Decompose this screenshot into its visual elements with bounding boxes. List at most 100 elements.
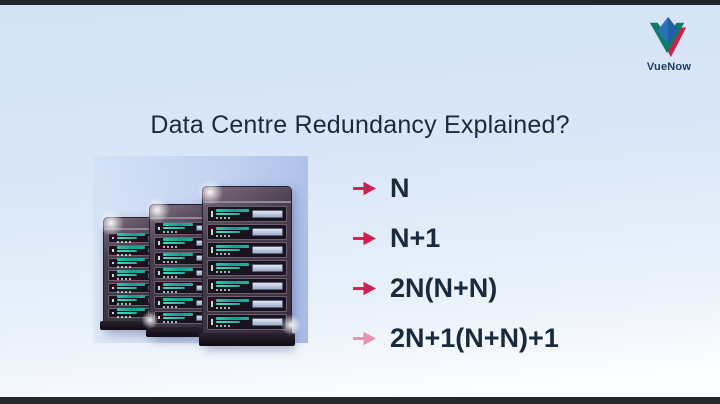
rack-base (146, 327, 236, 337)
brand-logo: VueNow (640, 16, 698, 73)
status-lights (163, 231, 193, 234)
led-display (117, 282, 145, 293)
arrow-icon (353, 281, 376, 295)
drive-panel (147, 298, 174, 303)
redundancy-list: N N+1 2N(N+N) 2N+1(N+N)+1 (352, 163, 559, 363)
status-lights (117, 315, 145, 318)
status-lights (163, 246, 193, 249)
arrow-icon (353, 231, 376, 245)
power-led (211, 319, 213, 325)
led-display (216, 209, 250, 219)
led-bar (117, 295, 145, 299)
drive-panel (252, 300, 283, 308)
led-bar (216, 231, 240, 233)
server-rack (140, 195, 236, 337)
status-lights (117, 290, 145, 293)
status-lights (117, 303, 145, 306)
drive-panel (147, 310, 174, 316)
power-led (112, 261, 114, 265)
drive-panel (147, 248, 174, 253)
led-bar (163, 257, 185, 260)
led-bar (117, 282, 145, 286)
drive-panel (195, 255, 224, 262)
power-led (211, 229, 213, 235)
list-item-label: N (390, 172, 410, 203)
server-unit (108, 233, 178, 244)
led-bar (163, 286, 185, 289)
server-unit (108, 282, 178, 294)
led-bar (117, 274, 138, 277)
led-bar (163, 282, 193, 286)
drive-panel (195, 299, 224, 306)
rack-base (199, 333, 295, 346)
server-unit (108, 270, 178, 281)
drive-panel (252, 210, 283, 218)
server-unit (108, 295, 178, 306)
led-display (216, 317, 250, 327)
server-unit (207, 314, 287, 330)
vuenow-logo-icon (649, 17, 687, 58)
status-lights (163, 276, 193, 279)
status-lights (117, 241, 145, 244)
status-lights (163, 305, 193, 308)
led-bar (216, 321, 240, 323)
status-lights (216, 325, 249, 327)
server-unit (207, 224, 287, 240)
led-bar (163, 272, 185, 275)
led-bar (117, 245, 145, 249)
led-display (216, 281, 250, 291)
status-lights (216, 307, 249, 309)
list-item-label: 2N(N+N) (390, 272, 498, 303)
led-display (117, 258, 145, 269)
server-unit (207, 260, 287, 276)
drive-panel (195, 240, 224, 247)
power-led (112, 311, 114, 314)
list-item: N+1 (352, 213, 559, 263)
shine-glint (96, 208, 126, 238)
led-bar (117, 262, 138, 265)
server-unit (207, 296, 287, 312)
led-bar (117, 286, 138, 289)
power-led (211, 211, 213, 217)
led-bar (117, 270, 145, 274)
led-display (163, 282, 193, 293)
drive-panel (252, 264, 283, 272)
led-bar (163, 227, 185, 230)
rack-units (150, 219, 232, 327)
power-led (112, 237, 114, 240)
led-display (163, 253, 193, 264)
list-item: 2N(N+N) (352, 263, 559, 313)
led-bar (117, 311, 138, 314)
status-lights (117, 253, 145, 256)
led-bar (216, 249, 240, 251)
drive-panel (147, 235, 174, 241)
led-bar (163, 253, 193, 257)
power-led (211, 265, 213, 271)
led-bar (216, 263, 250, 266)
led-bar (163, 242, 185, 245)
led-display (163, 312, 193, 323)
server-rack (195, 177, 303, 346)
server-unit (108, 245, 178, 256)
power-led (211, 301, 213, 307)
power-led (158, 285, 160, 290)
power-led (112, 274, 114, 277)
drive-panel (195, 284, 224, 291)
server-unit (154, 266, 228, 280)
server-rack (96, 208, 186, 330)
drive-panel (147, 285, 174, 291)
drive-panel (147, 273, 174, 278)
rack-top-panel (142, 195, 232, 225)
shine-glint (140, 310, 160, 330)
status-lights (216, 253, 249, 255)
list-item-label: 2N+1(N+N)+1 (390, 322, 559, 353)
server-unit (154, 281, 228, 295)
led-display (117, 270, 145, 281)
led-display (216, 263, 250, 273)
power-led (211, 247, 213, 253)
power-led (158, 256, 160, 261)
rack-top-panel (96, 208, 182, 238)
drive-panel (252, 318, 283, 326)
shine-glint (142, 195, 172, 225)
